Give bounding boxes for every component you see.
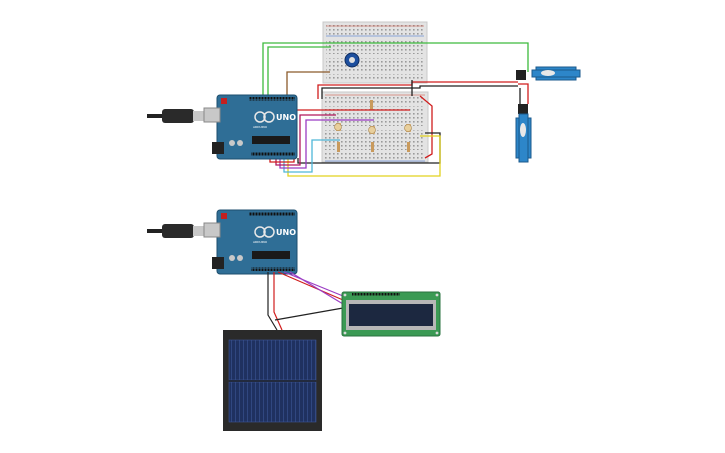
wire-cyan[interactable] <box>283 139 340 173</box>
wire-purple-lcd-1[interactable] <box>283 271 344 297</box>
servo-motor-horizontal[interactable] <box>516 66 581 81</box>
wire-servo2-power[interactable] <box>518 83 529 104</box>
solar-panel-icon <box>228 339 317 423</box>
usb-plug-icon <box>162 109 194 123</box>
servo-icon <box>520 123 526 137</box>
wire-green-pot[interactable] <box>267 46 331 97</box>
wire-green-servo[interactable] <box>262 42 529 97</box>
usb-plug-icon <box>162 224 194 238</box>
wire-purple-lcd-2[interactable] <box>289 271 344 305</box>
top-breadboard[interactable] <box>322 21 428 84</box>
lcd-display-icon <box>349 304 433 326</box>
usb-cable-bottom[interactable] <box>147 224 207 238</box>
board-model-label: UNO <box>276 228 296 237</box>
servo-icon <box>541 70 555 76</box>
resistor <box>371 142 374 152</box>
potentiometer[interactable] <box>344 52 360 68</box>
bottom-wires <box>267 271 344 331</box>
resistor <box>407 142 410 152</box>
photoresistor-icon <box>334 123 342 131</box>
resistor <box>337 142 340 152</box>
wire-red-sensor[interactable] <box>269 109 410 163</box>
usb-cable-top[interactable] <box>147 109 207 123</box>
board-model-label: UNO <box>276 113 296 122</box>
wire-red-lcd[interactable] <box>277 271 344 301</box>
reset-button-icon[interactable] <box>221 98 227 104</box>
photoresistor-icon <box>368 126 376 134</box>
wire-black-lcd[interactable] <box>274 307 344 321</box>
arduino-uno-bottom[interactable]: UNO ARDUINO <box>203 209 298 275</box>
wire-black-servo[interactable] <box>321 85 518 99</box>
servo-motor-vertical[interactable] <box>515 104 532 163</box>
wire-black-solar[interactable] <box>267 272 278 331</box>
photoresistor-icon <box>404 124 412 132</box>
arduino-uno-top[interactable]: UNO ARDUINO <box>203 94 298 160</box>
wire-yellow[interactable] <box>287 135 441 177</box>
wire-brown[interactable] <box>286 71 330 97</box>
board-brand-label: ARDUINO <box>253 125 268 129</box>
photoresistor-group <box>334 100 412 152</box>
reset-button-icon[interactable] <box>221 213 227 219</box>
top-wires <box>262 42 529 177</box>
resistor <box>370 100 373 110</box>
wire-red-solar[interactable] <box>273 272 283 331</box>
board-brand-label: ARDUINO <box>253 240 268 244</box>
solar-panel[interactable] <box>223 330 322 431</box>
wire-magenta[interactable] <box>275 114 336 166</box>
wire-red-rail[interactable] <box>419 95 433 159</box>
lcd-display[interactable] <box>341 291 441 337</box>
potentiometer-icon <box>349 57 355 63</box>
